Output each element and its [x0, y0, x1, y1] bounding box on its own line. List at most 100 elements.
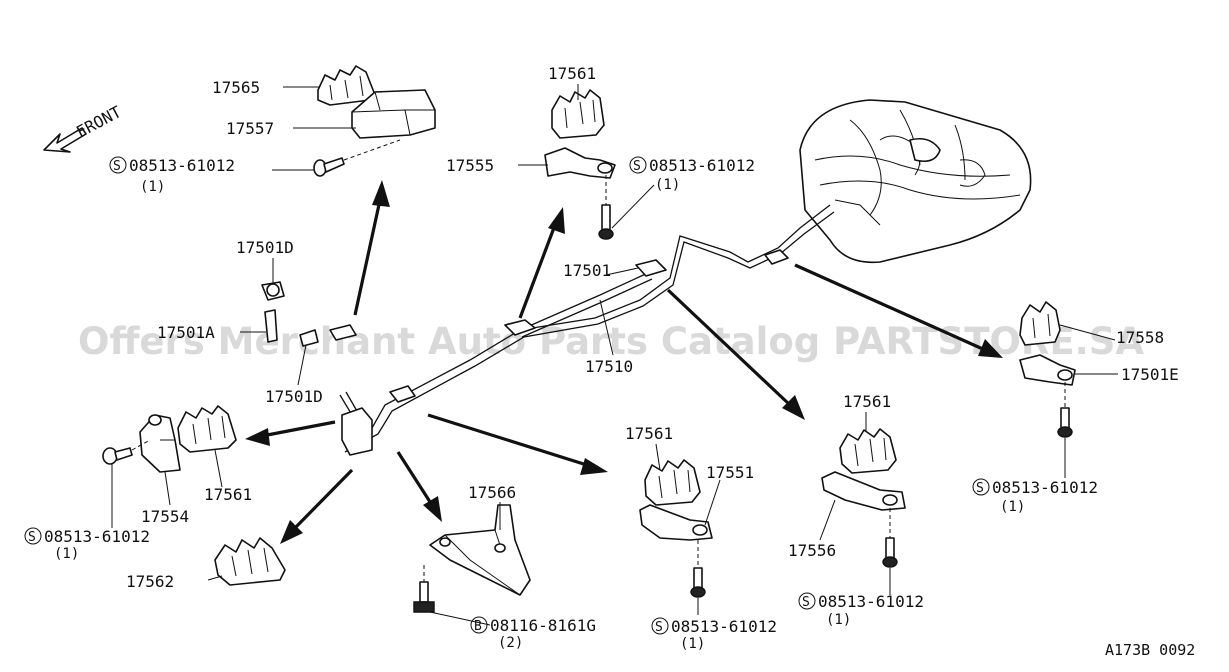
- pipe-clamp: [389, 385, 416, 403]
- part-label-17561: 17561: [625, 424, 673, 443]
- fastener-part-number: 08513-61012: [818, 592, 924, 611]
- svg-text:S: S: [28, 530, 36, 545]
- screw-symbol-icon: [629, 156, 647, 174]
- arrow: [666, 288, 792, 407]
- fastener-callout: S 08513-61012 (1): [24, 527, 150, 562]
- front-label: FRONT: [73, 102, 125, 142]
- part-label-17557: 17557: [226, 119, 274, 138]
- pipe-clamp: [329, 324, 357, 341]
- part-label-17562: 17562: [126, 572, 174, 591]
- part-label-17566: 17566: [468, 483, 516, 502]
- fastener-quantity: (1): [1000, 499, 1025, 515]
- fastener-quantity: (1): [826, 612, 851, 628]
- fastener-part-number: 08116-8161G: [490, 616, 596, 635]
- part-17566-bracket: [429, 504, 531, 596]
- screw-icon: [102, 447, 133, 465]
- pipe-clamp: [299, 329, 319, 347]
- part-17558-clip: [1019, 301, 1061, 346]
- part-label-17561: 17561: [204, 485, 252, 504]
- screw-symbol-icon: [798, 592, 816, 610]
- svg-text:S: S: [802, 595, 810, 610]
- front-indicator: FRONT: [43, 102, 125, 153]
- part-17555-bracket: [544, 147, 616, 179]
- screw-symbol-icon: [109, 156, 127, 174]
- direction-arrows: [245, 180, 1003, 544]
- fastener-quantity: (2): [498, 635, 523, 651]
- arrow-head-icon: [978, 339, 1003, 358]
- fastener-part-number: 08513-61012: [649, 156, 755, 175]
- part-17561-mid-clip: [644, 459, 701, 506]
- bolt-symbol-icon: [470, 616, 488, 634]
- part-label-17561: 17561: [548, 64, 596, 83]
- part-17551-bracket: [639, 504, 713, 541]
- screw-icon: [882, 537, 898, 568]
- arrow-head-icon: [423, 496, 442, 522]
- part-17554-bracket: [139, 414, 181, 473]
- screw-symbol-icon: [24, 527, 42, 545]
- screw-icon: [598, 204, 614, 240]
- svg-text:S: S: [633, 159, 641, 174]
- arrow-head-icon: [280, 520, 303, 544]
- arrow-head-icon: [548, 207, 565, 234]
- part-17561-right-clip: [839, 428, 897, 474]
- fastener-callout: S 08513-61012 (1): [109, 156, 235, 195]
- front-arrow-icon: [43, 127, 87, 153]
- arrow: [261, 420, 336, 438]
- arrow-head-icon: [372, 180, 390, 207]
- part-label-17561: 17561: [843, 392, 891, 411]
- pipe-clamp: [504, 319, 536, 336]
- part-label-17501A: 17501A: [157, 323, 215, 342]
- pipe-clamp: [764, 249, 789, 265]
- arrow: [353, 199, 382, 316]
- svg-text:S: S: [655, 620, 663, 635]
- fastener-callout: S 08513-61012 (1): [972, 478, 1098, 515]
- part-17501E-bracket: [1019, 354, 1076, 386]
- part-17556-bracket: [821, 471, 906, 511]
- leader-lines: [111, 84, 1118, 626]
- arrow: [794, 263, 986, 352]
- part-label-17501D: 17501D: [236, 238, 294, 257]
- part-label-17556: 17556: [788, 541, 836, 560]
- fastener-callout: S 08513-61012 (1): [629, 156, 755, 193]
- fastener-callout: S 08513-61012 (1): [651, 617, 777, 652]
- pipe-clamp-group: [299, 249, 789, 456]
- fastener-part-number: 08513-61012: [44, 527, 150, 546]
- part-label-17554: 17554: [141, 507, 189, 526]
- part-label-17555: 17555: [446, 156, 494, 175]
- part-17557-bracket: [351, 89, 436, 139]
- fastener-callout: S 08513-61012 (1): [798, 592, 924, 628]
- pipe-clamp: [341, 407, 373, 456]
- arrow-head-icon: [782, 395, 805, 420]
- part-17565-clip: [317, 65, 376, 106]
- fastener-quantity: (1): [655, 177, 680, 193]
- part-label-17501E: 17501E: [1121, 365, 1179, 384]
- part-17561-top-clip: [551, 89, 605, 139]
- screw-icon: [313, 157, 345, 177]
- part-label-17551: 17551: [706, 463, 754, 482]
- fastener-quantity: (1): [54, 546, 79, 562]
- arrow-head-icon: [580, 458, 608, 475]
- part-17562-clip: [214, 537, 286, 586]
- arrow: [291, 468, 354, 532]
- part-label-17510: 17510: [585, 357, 633, 376]
- screw-symbol-icon: [972, 478, 990, 496]
- svg-text:B: B: [474, 619, 482, 634]
- arrow: [396, 451, 434, 506]
- fastener-part-number: 08513-61012: [129, 156, 235, 175]
- screw-icon: [690, 567, 706, 598]
- dashed-leader: [343, 139, 401, 161]
- connector-17501A: [264, 309, 278, 343]
- dashed-leader: [131, 439, 151, 451]
- fastener-quantity: (1): [140, 179, 165, 195]
- fastener-part-number: 08513-61012: [992, 478, 1098, 497]
- svg-text:S: S: [113, 159, 121, 174]
- diagram-code: A173B 0092: [1105, 641, 1195, 659]
- arrow: [518, 224, 557, 319]
- fuel-tank-illustration: [799, 99, 1032, 264]
- arrow: [427, 413, 591, 468]
- fastener-quantity: (1): [680, 636, 705, 652]
- arrow-head-icon: [245, 428, 270, 446]
- part-label-17501: 17501: [563, 261, 611, 280]
